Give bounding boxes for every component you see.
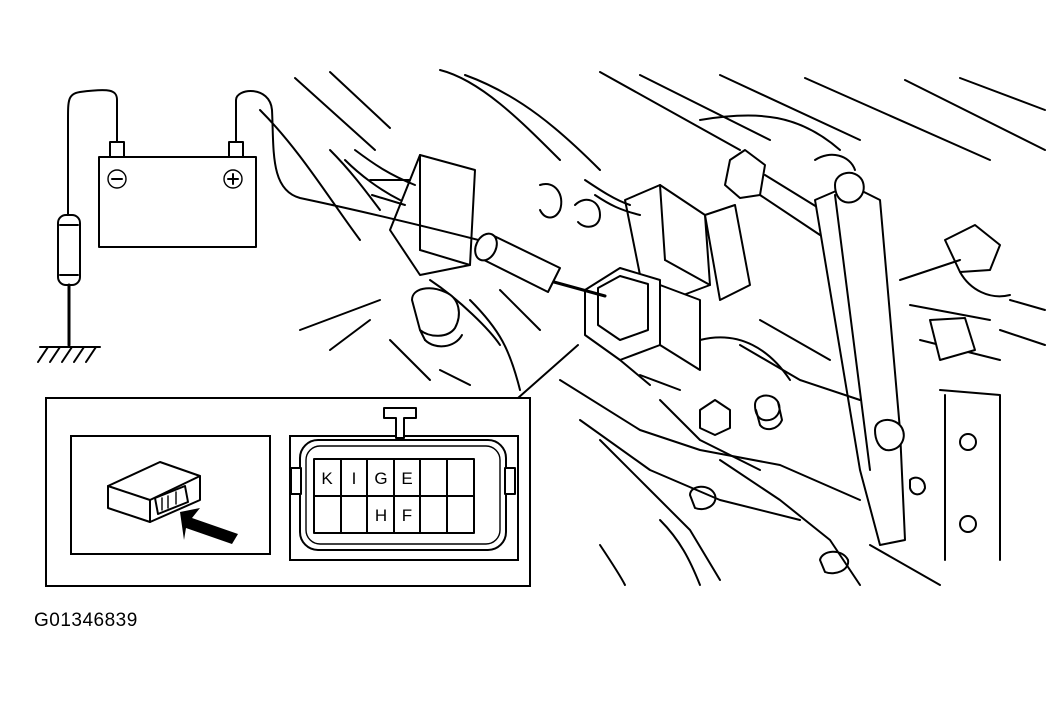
ground-symbol-icon bbox=[37, 346, 101, 363]
probe-icon bbox=[474, 232, 607, 298]
fuse-icon bbox=[57, 214, 81, 286]
control-unit-icon bbox=[107, 461, 201, 523]
connector-face bbox=[290, 407, 516, 551]
negative-lead-wire bbox=[67, 89, 118, 216]
pin-label-e: E bbox=[401, 469, 412, 488]
positive-lead-wire bbox=[235, 90, 499, 246]
pin-label-i: I bbox=[352, 469, 357, 488]
pin-label-h: H bbox=[375, 506, 387, 525]
pin-label-k: K bbox=[321, 469, 333, 488]
figure-id-label: G01346839 bbox=[34, 610, 138, 631]
callout-leader-line bbox=[517, 344, 579, 399]
pin-label-f: F bbox=[402, 506, 412, 525]
battery-icon bbox=[98, 141, 257, 248]
pin-label-g: G bbox=[374, 469, 387, 488]
arrow-icon bbox=[180, 508, 238, 544]
connector-detail-inset: K I G E H F bbox=[45, 397, 531, 587]
